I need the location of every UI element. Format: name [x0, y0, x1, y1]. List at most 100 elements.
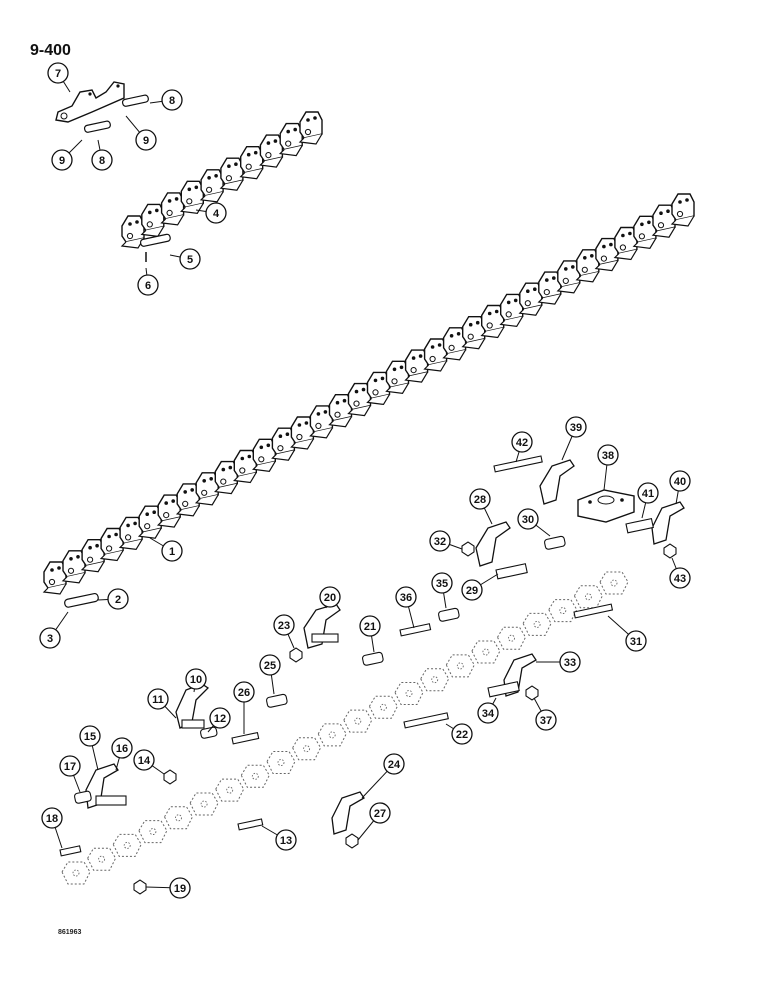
callout-circle	[369, 802, 391, 824]
callout-number: 10	[190, 674, 202, 686]
callout-number: 32	[434, 536, 446, 548]
callout-circle	[565, 416, 587, 438]
callout-circle	[51, 149, 73, 171]
callout-6: 6	[137, 267, 159, 296]
callout-9a: 9	[125, 115, 157, 151]
callout-number: 29	[466, 585, 478, 597]
callout-circle	[451, 723, 473, 745]
callout-number: 25	[264, 660, 276, 672]
callout-number: 33	[564, 657, 576, 669]
callout-circle	[205, 202, 227, 224]
bracket-39	[539, 459, 575, 505]
callout-8: 8	[91, 139, 113, 171]
bushing-21	[362, 651, 384, 666]
pin-5	[139, 233, 171, 247]
callout-9: 9	[51, 139, 83, 171]
callout-number: 9	[59, 155, 65, 167]
bolt-36	[399, 623, 432, 637]
callout-number: 11	[152, 694, 164, 706]
callout-number: 12	[214, 713, 226, 725]
callout-circle	[179, 248, 201, 270]
callout-number: 19	[174, 883, 186, 895]
callout-circle	[169, 877, 191, 899]
callout-32: 32	[429, 530, 463, 552]
callout-number: 39	[570, 422, 582, 434]
callout-34: 34	[477, 697, 499, 724]
nut-37	[525, 685, 539, 701]
bolt-22	[403, 712, 449, 729]
callout-5: 5	[169, 248, 201, 270]
callout-circle	[59, 755, 81, 777]
callout-circle	[535, 709, 557, 731]
bushing-12	[200, 726, 218, 739]
bolt-42	[493, 455, 543, 473]
nut-27	[345, 833, 359, 849]
callout-number: 28	[474, 494, 486, 506]
callout-17: 17	[59, 755, 81, 793]
callout-number: 35	[436, 578, 448, 590]
callout-circle	[39, 627, 61, 649]
callout-circle	[395, 586, 417, 608]
callout-number: 38	[602, 450, 614, 462]
nut-14	[163, 769, 177, 785]
callout-1: 1	[149, 537, 183, 562]
callout-circle	[275, 829, 297, 851]
callout-41: 41	[637, 482, 659, 519]
callout-circle	[477, 702, 499, 724]
callout-circle	[233, 681, 255, 703]
callout-42: 42	[511, 431, 533, 463]
bolt-18	[59, 845, 82, 857]
long-chain-section-1	[43, 193, 695, 595]
callout-8a: 8	[149, 89, 183, 111]
bracket-10	[175, 683, 210, 729]
callout-21: 21	[359, 615, 381, 653]
callout-circle	[273, 614, 295, 636]
figure-id: 861963	[58, 929, 82, 936]
callout-18: 18	[41, 807, 63, 849]
callout-circle	[111, 737, 133, 759]
callout-10: 10	[185, 668, 207, 693]
callout-number: 41	[642, 488, 654, 500]
callout-30: 30	[517, 508, 551, 537]
small-chain-link-7	[55, 81, 125, 123]
bushing-25	[266, 693, 288, 708]
callout-number: 27	[374, 808, 386, 820]
callout-2: 2	[97, 588, 129, 610]
callout-number: 36	[400, 592, 412, 604]
callout-number: 42	[516, 437, 528, 449]
callout-37: 37	[533, 697, 557, 731]
callout-circle	[161, 540, 183, 562]
callout-number: 20	[324, 592, 336, 604]
pin-8-upper	[121, 94, 149, 107]
callout-circle	[147, 688, 169, 710]
bolt-31	[573, 603, 614, 619]
callout-12: 12	[207, 707, 231, 733]
callout-33: 33	[536, 651, 581, 673]
callout-circle	[41, 807, 63, 829]
callout-number: 31	[630, 636, 642, 648]
bracket-40	[651, 501, 685, 545]
callout-40: 40	[669, 470, 691, 505]
callout-number: 24	[388, 759, 401, 771]
callout-circle	[107, 588, 129, 610]
nut-23	[289, 647, 303, 663]
callout-circle	[161, 89, 183, 111]
callout-13: 13	[261, 825, 297, 851]
callout-number: 14	[138, 755, 151, 767]
callout-16: 16	[111, 737, 133, 771]
bracket-20	[303, 603, 341, 649]
callout-circle	[429, 530, 451, 552]
callout-circle	[597, 444, 619, 466]
callout-4: 4	[195, 202, 227, 224]
callout-circle	[469, 488, 491, 510]
callout-14: 14	[133, 749, 165, 775]
callout-circle	[511, 431, 533, 453]
callout-number: 6	[145, 280, 151, 292]
callout-number: 8	[99, 155, 105, 167]
callout-circle	[209, 707, 231, 729]
bolt-26	[231, 731, 260, 745]
callout-20: 20	[319, 586, 341, 609]
callout-circle	[79, 725, 101, 747]
callout-circle	[559, 651, 581, 673]
